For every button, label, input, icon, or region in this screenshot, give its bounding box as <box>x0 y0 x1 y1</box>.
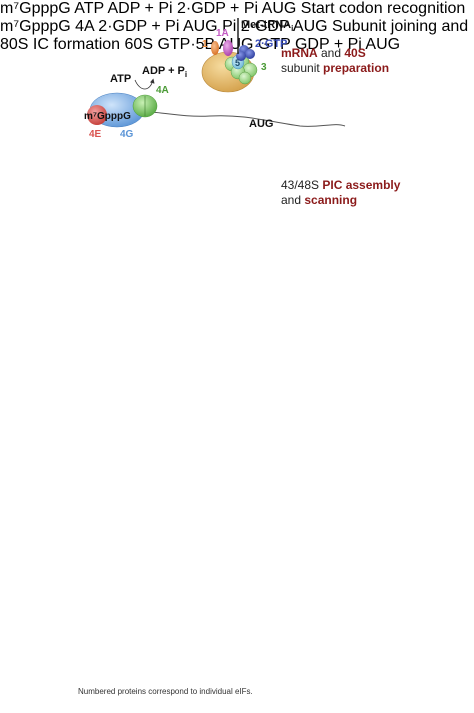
mrna-strand-2: m⁷GpppG ATP ADP + Pi 2·GDP + Pi AUG <box>0 0 301 17</box>
stage-1-40s-preparation: Met-tRNAi 1A 1 2·GTP 5 3 m⁷GpppG 4E 4G 4… <box>84 18 346 140</box>
atp-label: ATP <box>74 0 104 17</box>
eif1a: 60S GTP·5B AUG GTP GDP + Pi AUG <box>125 36 401 53</box>
eif4a: m⁷GpppG 4A 2·GDP + Pi AUG <box>0 18 222 35</box>
met-trna-stem: 60S GTP·5B AUG GTP GDP + Pi AUG <box>125 36 401 53</box>
aug-right-label: AUG <box>365 36 401 53</box>
eif1 <box>211 41 219 55</box>
flow-arrow-3b: Pi 2·GDP AUG Subunit joining and 80S IC … <box>0 18 468 696</box>
eif4a-label: 4A <box>156 85 169 96</box>
stage-3-title: Start codon recognition <box>300 0 466 17</box>
stage-5-subunit-joining: 2·GDP AUG Subunit joining and 80S IC for… <box>0 18 468 53</box>
mrna-strand-6a: 60S GTP·5B AUG GTP GDP + Pi AUG <box>125 36 401 53</box>
stage-5-caption-a: Subunit joining and <box>332 18 469 35</box>
eif1a: 2·GDP + Pi AUG <box>98 18 222 35</box>
caption-subunit: subunit <box>281 61 324 75</box>
cap-label: m⁷GpppG <box>0 0 71 17</box>
flow-arrow-3: Pi 2·GDP AUG Subunit joining and 80S IC … <box>0 18 468 696</box>
eif4e-label: 4E <box>89 129 102 140</box>
eif5b: 60S GTP·5B AUG GTP GDP + Pi AUG <box>125 36 401 53</box>
gtp-label: GTP <box>257 36 291 53</box>
met-trna-stem: 2·GDP + Pi AUG <box>98 18 222 35</box>
eif4a: m⁷GpppG ATP ADP + Pi 2·GDP + Pi AUG <box>0 0 301 17</box>
eif1a-label: 1A <box>216 28 229 39</box>
ribosome-60s: AUG <box>365 36 400 53</box>
eif4g: m⁷GpppG ATP ADP + Pi 2·GDP + Pi AUG <box>0 0 301 17</box>
eif4e: m⁷GpppG ATP ADP + Pi 2·GDP + Pi AUG <box>0 0 301 17</box>
pi-release-arrow: Pi 2·GDP AUG Subunit joining and 80S IC … <box>0 18 468 696</box>
gtp-hydrolysis-arrow: AUG <box>365 36 400 53</box>
caption-43-48s: 43/48S <box>281 178 323 192</box>
stage-2-pic-assembly: m⁷GpppG ATP ADP + Pi 2·GDP + Pi AUG <box>0 0 301 17</box>
cap-label: m⁷GpppG <box>0 18 71 35</box>
eif4e <box>87 105 107 125</box>
eif4g-label: 4G <box>120 129 134 140</box>
met-trna-stem: 2·GDP AUG Subunit joining and 80S IC for… <box>0 18 468 53</box>
stage-6-80s-formation: 60S GTP·5B AUG GTP GDP + Pi AUG <box>125 36 401 53</box>
caption-and: and <box>317 46 345 60</box>
eif5: m⁷GpppG ATP ADP + Pi 2·GDP + Pi AUG <box>0 0 301 17</box>
caption-preparation: preparation <box>323 61 390 75</box>
ribosome-40s: 2·GDP AUG Subunit joining and 80S IC for… <box>0 18 468 53</box>
gdp-label: GDP + Pi <box>294 36 362 53</box>
eif1a: 2·GDP AUG Subunit joining and 80S IC for… <box>0 18 468 53</box>
eif4g-minus: m⁷GpppG 4A 2·GDP + Pi AUG <box>0 18 222 35</box>
cap-label: m⁷GpppG <box>84 111 131 122</box>
eif5-label: 5 <box>235 58 240 68</box>
eif1: m⁷GpppG ATP ADP + Pi 2·GDP + Pi AUG <box>0 0 301 17</box>
pi-label: Pi <box>222 18 237 35</box>
mrna-strand-3: m⁷GpppG 4A 2·GDP + Pi AUG <box>0 18 222 35</box>
met-trna-stem: AUG <box>365 36 400 53</box>
eif2-gtp-label: 2·GTP <box>255 38 287 50</box>
flow-arrow-5: AUG <box>365 36 400 53</box>
adp-label: ADP + Pi <box>107 0 173 17</box>
stage-3-start-codon-recognition: Start codon recognition m⁷GpppG 4A 2·GDP… <box>0 0 465 35</box>
60s-label: 60S <box>124 36 153 53</box>
adp-label: ADP + Pi <box>142 65 187 79</box>
ribosome-40s: 2·GDP + Pi AUG <box>98 18 222 35</box>
caption-scanning: scanning <box>304 193 358 207</box>
eif4g: m⁷GpppG 4A 2·GDP + Pi AUG <box>0 18 222 35</box>
released-eif1: 2·GDP AUG Subunit joining and 80S IC for… <box>0 18 468 696</box>
flow-arrow-2: Start codon recognition m⁷GpppG 4A 2·GDP… <box>0 0 468 696</box>
caption-pic-assembly: PIC assembly <box>322 178 401 192</box>
ribosome-60s: 60S GTP·5B AUG GTP GDP + Pi AUG <box>125 36 401 53</box>
atp-hydrolysis-arrow <box>134 78 155 90</box>
eif4a-label: 4A <box>75 18 94 35</box>
gdp-label: 2·GDP + Pi <box>98 18 180 35</box>
stage-2-caption: 43/48S PIC assembly and scanning <box>281 178 400 208</box>
gdp-label: 2·GDP + Pi <box>177 0 259 17</box>
mrna-strand-6b: AUG <box>365 36 400 53</box>
flow-arrow-1: m⁷GpppG ATP ADP + Pi 2·GDP + Pi AUG Star… <box>0 0 468 696</box>
eif1-label: 1 <box>202 39 208 50</box>
caption-40s: 40S <box>344 46 366 60</box>
aug-label: AUG <box>292 18 328 35</box>
atp-label: ATP <box>110 73 131 85</box>
aug-label: AUG <box>261 0 297 17</box>
caption-mrna: mRNA <box>281 46 318 60</box>
mrna-strand-1 <box>117 110 346 127</box>
eif1: 2·GDP + Pi AUG <box>98 18 222 35</box>
eif1a: m⁷GpppG ATP ADP + Pi 2·GDP + Pi AUG <box>0 0 301 17</box>
caption-and: and <box>281 193 305 207</box>
ribosome-40s: AUG <box>365 36 400 53</box>
footer-note: Numbered proteins correspond to individu… <box>78 687 253 696</box>
eif3-label: 3 <box>261 62 267 73</box>
met-trna-label: Met-tRNAi <box>241 19 293 33</box>
atp-hydrolysis-arrow: 2·GDP + Pi AUG <box>177 0 301 17</box>
aug-label: AUG <box>249 118 273 130</box>
met-trna-stem: m⁷GpppG ATP ADP + Pi 2·GDP + Pi AUG <box>0 0 301 17</box>
ribosome-40s: m⁷GpppG ATP ADP + Pi 2·GDP + Pi AUG <box>0 0 301 17</box>
eif4e: m⁷GpppG 4A 2·GDP + Pi AUG <box>0 18 222 35</box>
stage-5-caption-b: 80S IC formation <box>0 36 121 53</box>
mrna-strand-5: 2·GDP AUG Subunit joining and 80S IC for… <box>0 18 468 53</box>
gdp-label: 2·GDP <box>240 18 290 35</box>
eif1a <box>223 40 233 56</box>
aug-label: AUG <box>182 18 218 35</box>
stage-1-caption: mRNA and 40S subunit preparation <box>281 46 389 76</box>
flow-arrow-4: 60S GTP·5B AUG GTP GDP + Pi AUG mRNA and… <box>78 36 401 696</box>
gtp-5b-label: GTP·5B <box>157 36 216 53</box>
ribosome-40s: 60S GTP·5B AUG GTP GDP + Pi AUG <box>125 36 401 53</box>
